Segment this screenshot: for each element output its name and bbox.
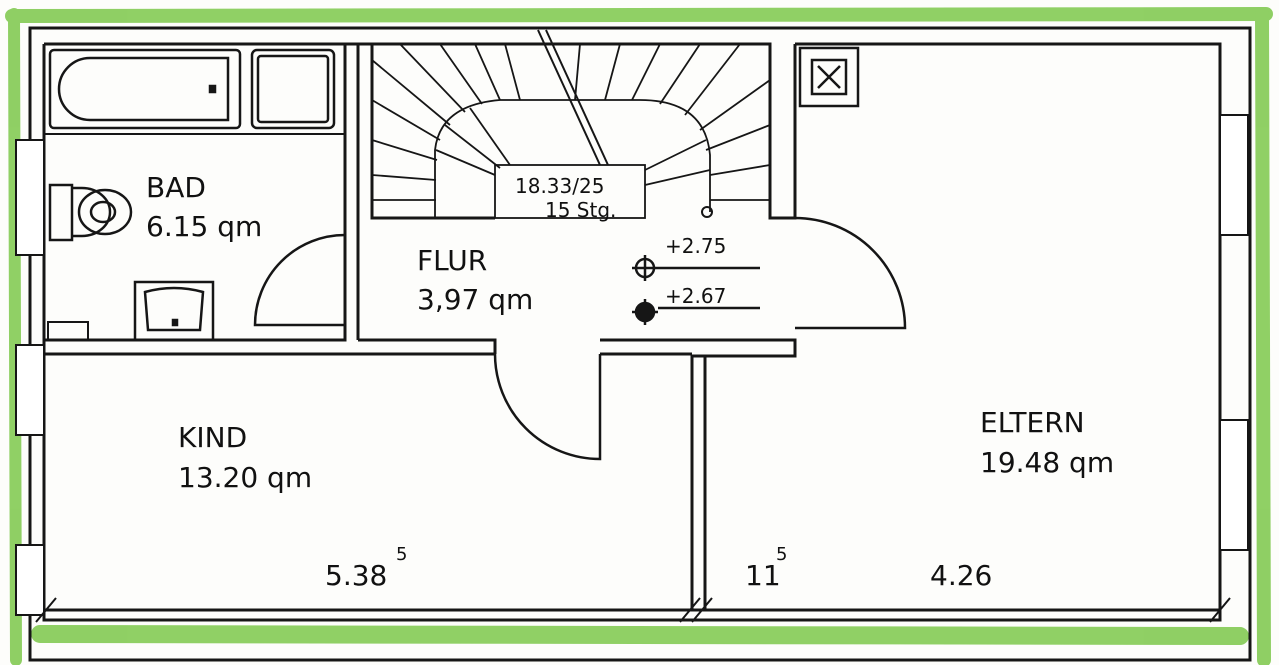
- stair-ratio: 18.33/25: [515, 174, 604, 198]
- windows: [15, 114, 1249, 616]
- bathtub-icon: [48, 48, 336, 130]
- dimension-eltern-width: 4.26: [930, 559, 992, 592]
- room-name-bad: BAD: [146, 171, 206, 204]
- room-name-kind: KIND: [178, 421, 247, 454]
- shelf-icon: [47, 321, 89, 341]
- green-highlight-frame: [5, 7, 1273, 665]
- staircase: [371, 29, 771, 219]
- door-swings: [253, 216, 907, 461]
- level-upper: +2.75: [665, 234, 726, 258]
- room-area-flur: 3,97 qm: [417, 283, 533, 316]
- outer-walls: [28, 26, 1252, 662]
- room-area-eltern: 19.48 qm: [980, 446, 1114, 479]
- dimension-kind-width-sup: 5: [396, 544, 407, 565]
- sink-icon: [133, 280, 215, 342]
- dimension-kind-width: 5.38: [325, 559, 387, 592]
- room-name-flur: FLUR: [417, 244, 487, 277]
- level-markers: [632, 255, 760, 325]
- level-lower: +2.67: [665, 284, 726, 308]
- dimension-ticks: [35, 597, 1231, 623]
- dimension-wall-sup: 5: [776, 544, 787, 565]
- stair-steps: 15 Stg.: [545, 198, 616, 222]
- toilet-icon: [48, 183, 133, 242]
- chimney-icon: [798, 46, 860, 108]
- room-area-bad: 6.15 qm: [146, 210, 262, 243]
- room-name-eltern: ELTERN: [980, 406, 1085, 439]
- dimension-wall: 11: [745, 559, 781, 592]
- room-area-kind: 13.20 qm: [178, 461, 312, 494]
